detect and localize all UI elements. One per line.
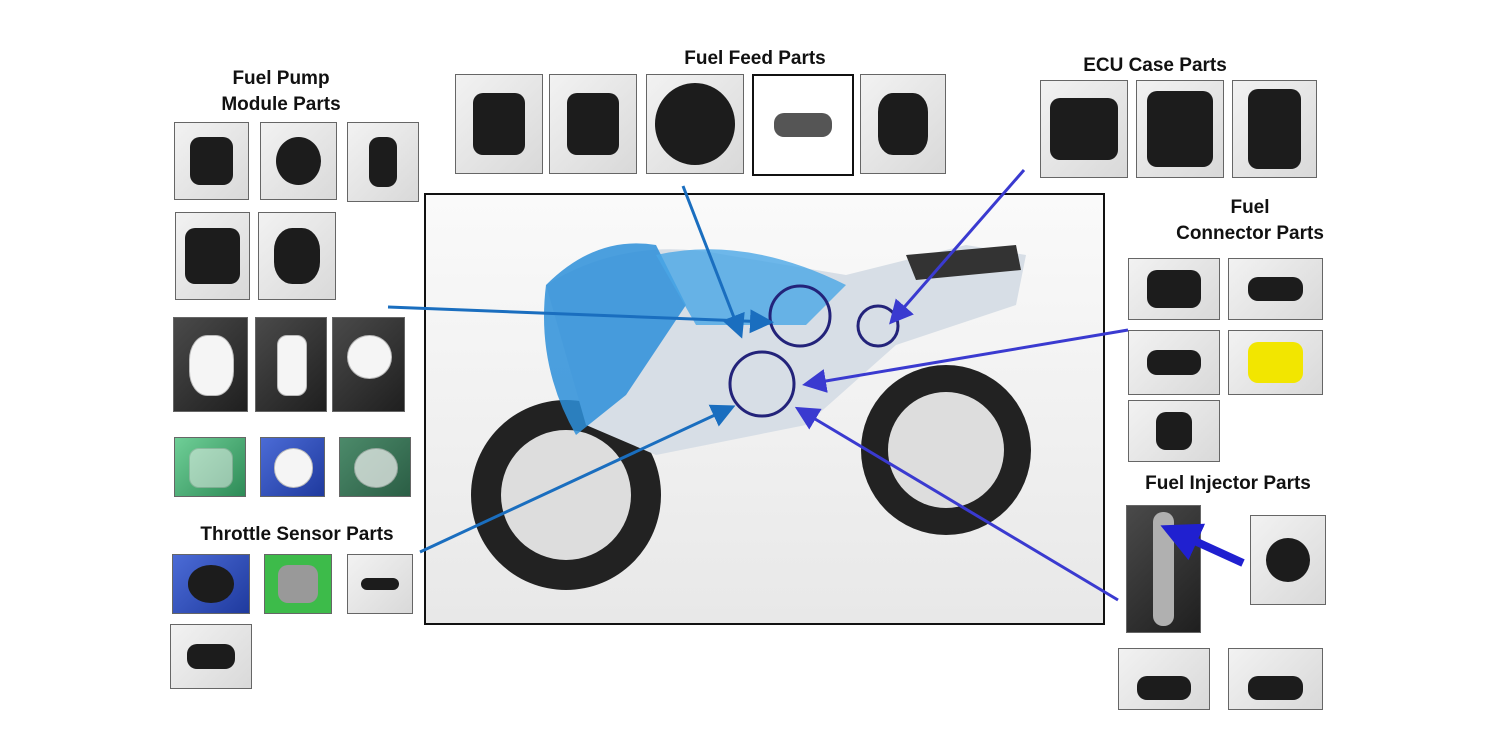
fuel-pump-part-photo <box>258 212 336 300</box>
heading-line: Fuel <box>1230 197 1270 218</box>
fuel-feed-part-photo <box>752 74 854 176</box>
heading-line: Fuel Pump <box>232 68 330 89</box>
ecu-case-heading: ECU Case Parts <box>1083 55 1227 76</box>
fuel-pump-callout-circle <box>768 284 832 348</box>
fuel-pump-part-photo <box>332 317 405 412</box>
fuel-pump-module-heading: Fuel Pump Module Parts <box>200 66 362 118</box>
fuel-injector-part-photo <box>1250 515 1326 605</box>
fuel-feed-part-photo <box>646 74 744 174</box>
throttle-sensor-part-photo <box>172 554 250 614</box>
fuel-pump-arrow <box>387 305 774 334</box>
heading-line: Module Parts <box>221 94 341 115</box>
fuel-injector-heading: Fuel Injector Parts <box>1145 473 1311 494</box>
fuel-injector-part-photo <box>1228 648 1323 710</box>
fuel-pump-part-photo <box>255 317 327 412</box>
fuel-connector-part-photo <box>1228 330 1323 395</box>
throttle-sensor-part-photo <box>170 624 252 689</box>
fuel-pump-part-photo <box>174 122 249 200</box>
fuel-connector-arrow <box>802 328 1129 393</box>
fuel-feed-part-photo <box>549 74 637 174</box>
injector-detail-arrow <box>1160 523 1245 567</box>
fuel-injector-arrow <box>794 406 1119 602</box>
fuel-pump-part-photo <box>174 437 246 497</box>
fuel-connector-part-photo <box>1128 330 1220 395</box>
fuel-pump-part-photo <box>347 122 419 202</box>
ecu-case-part-photo <box>1040 80 1128 178</box>
fuel-injector-part-photo <box>1118 648 1210 710</box>
throttle-sensor-part-photo <box>347 554 413 614</box>
fuel-pump-part-photo <box>175 212 250 300</box>
ecu-callout-circle <box>856 304 900 348</box>
fuel-pump-part-photo <box>260 437 325 497</box>
throttle-sensor-heading: Throttle Sensor Parts <box>200 524 394 545</box>
motorcycle-image <box>424 193 1105 625</box>
fuel-feed-heading: Fuel Feed Parts <box>684 48 826 69</box>
fuel-pump-part-photo <box>173 317 248 412</box>
fuel-connector-part-photo <box>1128 400 1220 462</box>
ecu-case-part-photo <box>1136 80 1224 178</box>
heading-line: Connector Parts <box>1176 223 1324 244</box>
injector-callout-circle <box>728 350 796 418</box>
fuel-feed-arrow <box>681 185 745 339</box>
ecu-case-arrow <box>889 169 1026 325</box>
motorcycle-illustration <box>471 243 1031 590</box>
fuel-connector-part-photo <box>1228 258 1323 320</box>
throttle-sensor-arrow <box>419 404 736 554</box>
fuel-pump-part-photo <box>260 122 337 200</box>
fuel-connector-part-photo <box>1128 258 1220 320</box>
ecu-case-part-photo <box>1232 80 1317 178</box>
fuel-feed-part-photo <box>455 74 543 174</box>
throttle-sensor-part-photo <box>264 554 332 614</box>
fuel-connector-heading: Fuel Connector Parts <box>1140 195 1360 247</box>
fuel-pump-part-photo <box>339 437 411 497</box>
fuel-feed-part-photo <box>860 74 946 174</box>
